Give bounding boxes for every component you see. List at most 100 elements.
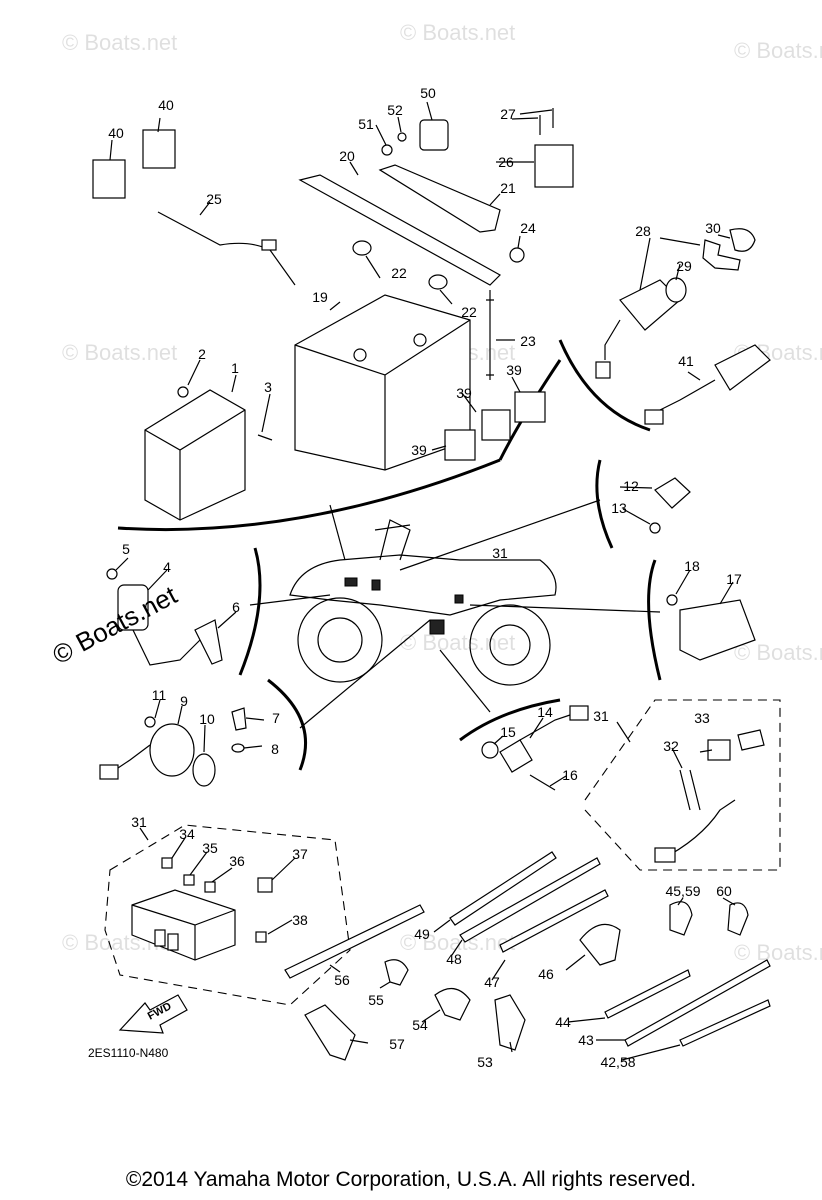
callout-22[interactable]: 22 bbox=[461, 304, 477, 320]
sensor-7 bbox=[231, 707, 247, 731]
callout-38[interactable]: 38 bbox=[292, 912, 308, 928]
nut-24 bbox=[509, 247, 525, 263]
copyright-notice: ©2014 Yamaha Motor Corporation, U.S.A. A… bbox=[125, 1168, 697, 1191]
damper-22 bbox=[352, 240, 372, 256]
callout-27[interactable]: 27 bbox=[500, 106, 516, 122]
callout-15[interactable]: 15 bbox=[500, 724, 516, 740]
relay-39 bbox=[481, 409, 511, 441]
watermark: © Boats.net bbox=[62, 30, 178, 55]
callout-24[interactable]: 24 bbox=[520, 220, 536, 236]
callout-39[interactable]: 39 bbox=[506, 362, 522, 378]
callout-10[interactable]: 10 bbox=[199, 711, 215, 727]
callout-49[interactable]: 49 bbox=[414, 926, 430, 942]
callout-22[interactable]: 22 bbox=[391, 265, 407, 281]
callout-46[interactable]: 46 bbox=[538, 966, 554, 982]
section-divider bbox=[267, 678, 308, 771]
callout-32[interactable]: 32 bbox=[663, 738, 679, 754]
speed-sensor-14 bbox=[499, 739, 533, 773]
callout-34[interactable]: 34 bbox=[179, 826, 195, 842]
bolt-23 bbox=[486, 290, 494, 380]
relay-40 bbox=[92, 159, 126, 199]
cable-tie-49 bbox=[449, 851, 557, 926]
callout-55[interactable]: 55 bbox=[368, 992, 384, 1008]
callout-47[interactable]: 47 bbox=[484, 974, 500, 990]
callout-60[interactable]: 60 bbox=[716, 883, 732, 899]
section-divider bbox=[595, 459, 614, 549]
battery-19 bbox=[294, 294, 471, 471]
callout-54[interactable]: 54 bbox=[412, 1017, 428, 1033]
leader-line bbox=[439, 649, 491, 713]
callout-9[interactable]: 9 bbox=[180, 693, 188, 709]
callout-3[interactable]: 3 bbox=[264, 379, 272, 395]
callout-37[interactable]: 37 bbox=[292, 846, 308, 862]
callout-13[interactable]: 13 bbox=[611, 500, 627, 516]
callout-26[interactable]: 26 bbox=[498, 154, 514, 170]
callout-50[interactable]: 50 bbox=[420, 85, 436, 101]
callout-43[interactable]: 43 bbox=[578, 1032, 594, 1048]
callout-17[interactable]: 17 bbox=[726, 571, 742, 587]
screw-11 bbox=[144, 716, 156, 728]
clamp-57 bbox=[304, 1004, 356, 1061]
gasket-8 bbox=[231, 743, 245, 753]
callout-44[interactable]: 44 bbox=[555, 1014, 571, 1030]
section-divider bbox=[647, 559, 662, 681]
switch-12 bbox=[654, 477, 691, 509]
section-divider bbox=[117, 458, 501, 532]
callout-8[interactable]: 8 bbox=[271, 741, 279, 757]
callout-20[interactable]: 20 bbox=[339, 148, 355, 164]
fuse-36 bbox=[204, 881, 216, 893]
callout-4[interactable]: 4 bbox=[163, 559, 171, 575]
callout-52[interactable]: 52 bbox=[387, 102, 403, 118]
callout-21[interactable]: 21 bbox=[500, 180, 516, 196]
callout-25[interactable]: 25 bbox=[206, 191, 222, 207]
callout-33[interactable]: 33 bbox=[694, 710, 710, 726]
callout-35[interactable]: 35 bbox=[202, 840, 218, 856]
callout-31[interactable]: 31 bbox=[593, 708, 609, 724]
callout-19[interactable]: 19 bbox=[312, 289, 328, 305]
callout-53[interactable]: 53 bbox=[477, 1054, 493, 1070]
bolt-5 bbox=[106, 568, 118, 580]
rectifier-17 bbox=[679, 599, 756, 661]
callout-2[interactable]: 2 bbox=[198, 346, 206, 362]
callout-40[interactable]: 40 bbox=[158, 97, 174, 113]
callout-42-58[interactable]: 42,58 bbox=[600, 1054, 636, 1070]
group-boundary bbox=[584, 699, 781, 871]
callout-48[interactable]: 48 bbox=[446, 951, 462, 967]
main-switch-28 bbox=[595, 277, 687, 379]
section-divider bbox=[238, 547, 262, 676]
callout-14[interactable]: 14 bbox=[537, 704, 553, 720]
bolt-18 bbox=[666, 594, 678, 606]
callout-5[interactable]: 5 bbox=[122, 541, 130, 557]
fuse-group-boundary bbox=[104, 824, 351, 1006]
callout-39[interactable]: 39 bbox=[456, 385, 472, 401]
callout-12[interactable]: 12 bbox=[623, 478, 639, 494]
callout-28[interactable]: 28 bbox=[635, 223, 651, 239]
accessory-socket-41 bbox=[644, 344, 771, 425]
callout-18[interactable]: 18 bbox=[684, 558, 700, 574]
callout-23[interactable]: 23 bbox=[520, 333, 536, 349]
callout-40[interactable]: 40 bbox=[108, 125, 124, 141]
callout-39[interactable]: 39 bbox=[411, 442, 427, 458]
callout-31[interactable]: 31 bbox=[492, 545, 508, 561]
callout-16[interactable]: 16 bbox=[562, 767, 578, 783]
bolt-51 bbox=[381, 144, 393, 156]
callout-30[interactable]: 30 bbox=[705, 220, 721, 236]
callout-45-59[interactable]: 45,59 bbox=[665, 883, 701, 899]
callout-7[interactable]: 7 bbox=[272, 710, 280, 726]
callout-1[interactable]: 1 bbox=[231, 360, 239, 376]
callout-51[interactable]: 51 bbox=[358, 116, 374, 132]
cable-tie-42-58 bbox=[679, 999, 771, 1047]
leader-line bbox=[249, 594, 331, 606]
callout-6[interactable]: 6 bbox=[232, 599, 240, 615]
callout-57[interactable]: 57 bbox=[389, 1036, 405, 1052]
callout-36[interactable]: 36 bbox=[229, 853, 245, 869]
callout-41[interactable]: 41 bbox=[678, 353, 694, 369]
callout-11[interactable]: 11 bbox=[151, 687, 167, 703]
screw-27 bbox=[539, 108, 554, 135]
callout-29[interactable]: 29 bbox=[676, 258, 692, 274]
callout-56[interactable]: 56 bbox=[334, 972, 350, 988]
relay-39 bbox=[514, 391, 546, 423]
washer-52 bbox=[397, 132, 407, 142]
callout-31[interactable]: 31 bbox=[131, 814, 147, 830]
